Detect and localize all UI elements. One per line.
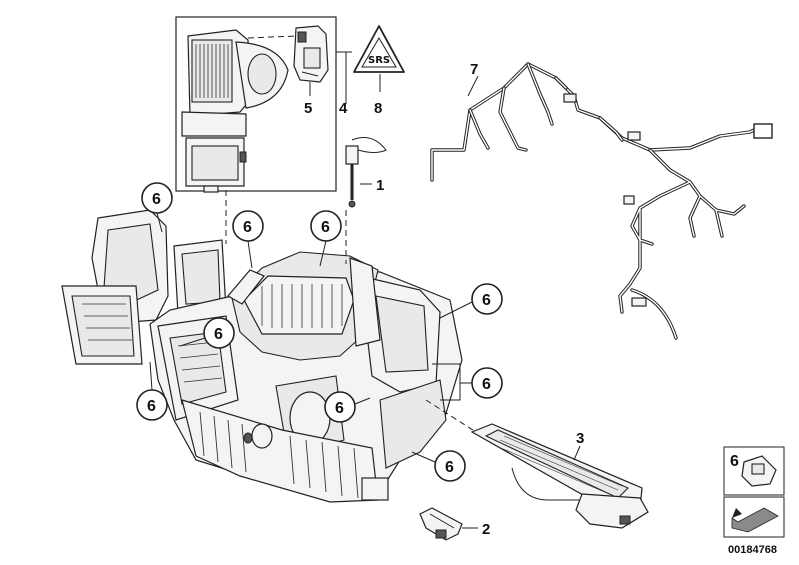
callout-1: 6 [141, 182, 173, 233]
warning-symbol-text: SRS [368, 55, 390, 66]
part-label-8: 8 [374, 100, 382, 117]
temperature-sensor-drawing [345, 137, 387, 208]
legend-label: 6 [730, 453, 739, 470]
blower-fan-drawing [181, 29, 289, 193]
legend-clip-box: 6 [723, 446, 785, 496]
callout-label: 6 [152, 191, 161, 208]
callout-label: 6 [243, 219, 252, 236]
blower-assembly-group: 5 4 [175, 16, 352, 193]
evaporator-drawing [470, 423, 649, 529]
callout-4: 6 [439, 283, 503, 319]
callout-label: 6 [482, 292, 491, 309]
blower-resistor-drawing [293, 25, 329, 83]
callout-label: 6 [214, 326, 223, 343]
wiring-harness-drawing [430, 62, 773, 340]
callout-3: 6 [310, 210, 342, 267]
part-label-1: 1 [376, 177, 384, 194]
callout-6: 6 [432, 363, 503, 401]
heater-housing-drawing [61, 209, 463, 503]
part-label-2: 2 [482, 521, 490, 538]
callout-8: 6 [324, 391, 371, 423]
reference-number: 00184768 [728, 544, 777, 556]
callout-2: 6 [232, 210, 264, 269]
callout-9: 6 [411, 450, 466, 482]
callout-label: 6 [482, 376, 491, 393]
part-label-3: 3 [576, 430, 584, 447]
valve-part-drawing [419, 507, 463, 541]
callout-label: 6 [147, 398, 156, 415]
callout-7: 6 [136, 361, 168, 421]
callout-label: 6 [445, 459, 454, 476]
legend-arrow-box [723, 496, 785, 538]
part-label-5: 5 [304, 100, 312, 117]
callout-label: 6 [321, 219, 330, 236]
callout-label: 6 [335, 400, 344, 417]
part-label-7: 7 [470, 61, 478, 78]
part-label-4: 4 [339, 100, 348, 117]
callout-5: 6 [179, 317, 235, 349]
warning-triangle-icon: SRS [353, 25, 405, 73]
